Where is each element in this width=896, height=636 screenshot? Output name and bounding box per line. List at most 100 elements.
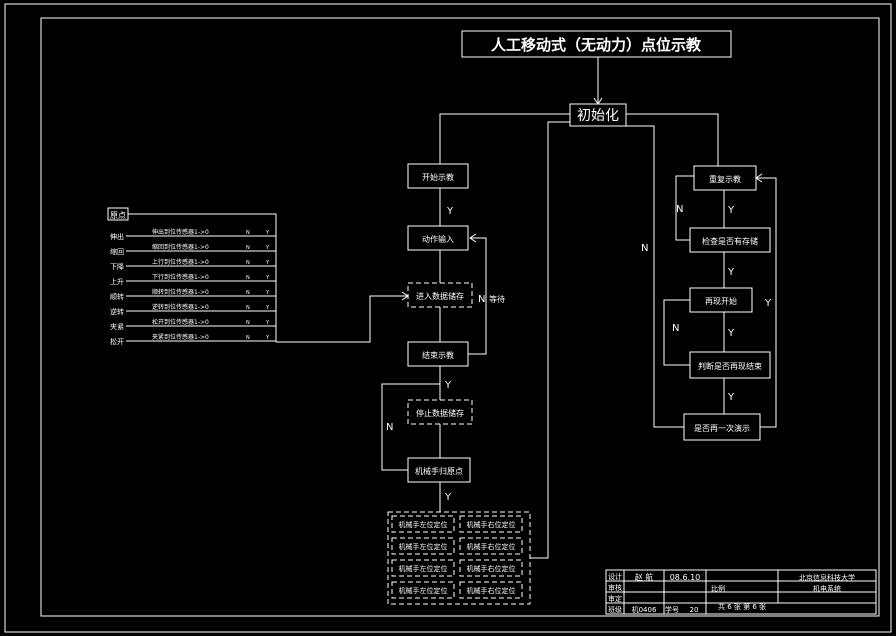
record-dashed-box — [407, 282, 473, 308]
sensor-row-desc: 缩回到位传感器1->0 — [152, 243, 209, 251]
confirm-box — [689, 287, 753, 313]
sensor-row-yes: Y — [265, 320, 270, 326]
sensor-row-label: 夹紧 — [110, 322, 124, 331]
sensor-row-label: 伸出 — [110, 232, 124, 241]
grid-cell-box — [391, 581, 455, 599]
sensor-row-label: 松开 — [110, 337, 124, 346]
replay-box — [693, 165, 757, 191]
sensor-row-no: N — [246, 320, 250, 326]
tb-label: 学号 — [665, 605, 679, 614]
action-input-label: 动作输入 — [422, 234, 454, 244]
sensor-row-yes: Y — [265, 260, 270, 266]
sensor-row-no: N — [246, 275, 250, 281]
check-box — [689, 227, 771, 253]
grid-cell-label: 机械手左位定位 — [399, 564, 448, 573]
tb-dept: 机电系统 — [813, 584, 841, 593]
replay-label: 重复示教 — [709, 174, 741, 184]
sensor-row-yes: Y — [265, 245, 270, 251]
sensor-row-label: 缩回 — [110, 247, 124, 256]
init-to-start-line — [439, 113, 570, 164]
end-teach-label: 结束示教 — [422, 350, 454, 360]
sensor-row-no: N — [246, 260, 250, 266]
edge-yes: Y — [446, 206, 454, 217]
tb-student-no: 20 — [690, 606, 699, 614]
edge-yes: Y — [444, 380, 452, 391]
stop-label: 停止数据储存 — [416, 408, 464, 418]
tb-class: 机0406 — [632, 605, 657, 614]
confirm-label: 再现开始 — [705, 296, 737, 306]
title-block — [605, 569, 877, 615]
title-box — [461, 30, 732, 58]
arrow — [755, 173, 763, 183]
arrow — [401, 291, 409, 301]
whole-box — [683, 413, 761, 441]
sensor-row-no: N — [246, 335, 250, 341]
tb-label: 班级 — [608, 605, 622, 614]
sensor-row-yes: Y — [265, 305, 270, 311]
sensor-row-desc: 伸出到位传感器1->0 — [152, 228, 209, 236]
edge-no: N — [641, 243, 648, 254]
grid-cell-label: 机械手右位定位 — [467, 542, 516, 551]
check-loop-line — [675, 175, 694, 241]
edge-yes: Y — [727, 267, 735, 278]
edge-no: N — [676, 204, 683, 215]
tb-designer: 赵 航 — [635, 572, 654, 582]
tb-sheets: 共 6 张 第 6 张 — [718, 602, 766, 611]
sensor-row-yes: Y — [265, 335, 270, 341]
grid-cell-label: 机械手左位定位 — [399, 542, 448, 551]
tb-date: 08.6.10 — [670, 573, 701, 582]
sensor-row-desc: 逆转到位传感器1->0 — [152, 303, 209, 311]
whole-yes-loop — [756, 177, 777, 428]
origin-header: 原点 — [110, 211, 126, 220]
arrow — [469, 233, 477, 243]
judge-box — [689, 351, 771, 379]
grid-cell-box — [459, 559, 523, 577]
outer-frame — [4, 3, 892, 633]
tb-label: 设计 — [608, 572, 622, 581]
edge-no: N — [478, 294, 485, 305]
stop-dashed-box — [407, 399, 473, 425]
whole-no-loop — [598, 125, 684, 428]
origin-loop-line — [381, 383, 440, 471]
grid-cell-box — [391, 559, 455, 577]
grid-cell-box — [391, 515, 455, 533]
grid-cell-label: 机械手右位定位 — [467, 586, 516, 595]
origin-label: 机械手归原点 — [415, 466, 463, 476]
init-to-replay-line — [626, 113, 719, 166]
grid-cell-label: 机械手右位定位 — [467, 520, 516, 529]
sensor-row-no: N — [246, 290, 250, 296]
sensor-row-yes: Y — [265, 275, 270, 281]
wait-label: 等待 — [489, 294, 505, 304]
action-input-box — [407, 225, 469, 251]
whole-label: 是否再一次演示 — [694, 423, 750, 433]
sensor-row-desc: 顺转到位传感器1->0 — [152, 288, 209, 296]
tb-scale: 比例 — [711, 584, 725, 593]
origin-bus-line — [128, 213, 277, 342]
sensor-row-label: 上升 — [110, 277, 124, 286]
sensor-row-desc: 上行到位传感器1->0 — [152, 258, 209, 266]
grid-cell-label: 机械手左位定位 — [399, 586, 448, 595]
left-to-record-line — [276, 295, 408, 343]
grid-cell-box — [459, 515, 523, 533]
judge-label: 判断是否再现结束 — [698, 361, 762, 371]
tb-school: 北京信息科技大学 — [799, 573, 855, 582]
edge-no: N — [386, 422, 393, 433]
edge-yes: Y — [727, 328, 735, 339]
start-box — [407, 163, 469, 189]
start-label: 开始示教 — [422, 172, 454, 182]
sensor-row-yes: Y — [265, 290, 270, 296]
edge-yes: Y — [727, 205, 735, 216]
sensor-row-label: 顺转 — [110, 292, 124, 301]
grid-cell-label: 机械手左位定位 — [399, 520, 448, 529]
grid-cell-box — [459, 537, 523, 555]
init-label: 初始化 — [577, 107, 619, 124]
sensor-row-no: N — [246, 305, 250, 311]
diagram-title: 人工移动式（无动力）点位示教 — [491, 36, 702, 54]
grid-cell-label: 机械手右位定位 — [467, 564, 516, 573]
edge-yes: Y — [444, 492, 452, 503]
tb-label: 审核 — [608, 583, 622, 592]
check-label: 检查是否有存储 — [702, 236, 758, 246]
edge-yes: Y — [764, 298, 772, 309]
edge-no: N — [672, 323, 679, 334]
